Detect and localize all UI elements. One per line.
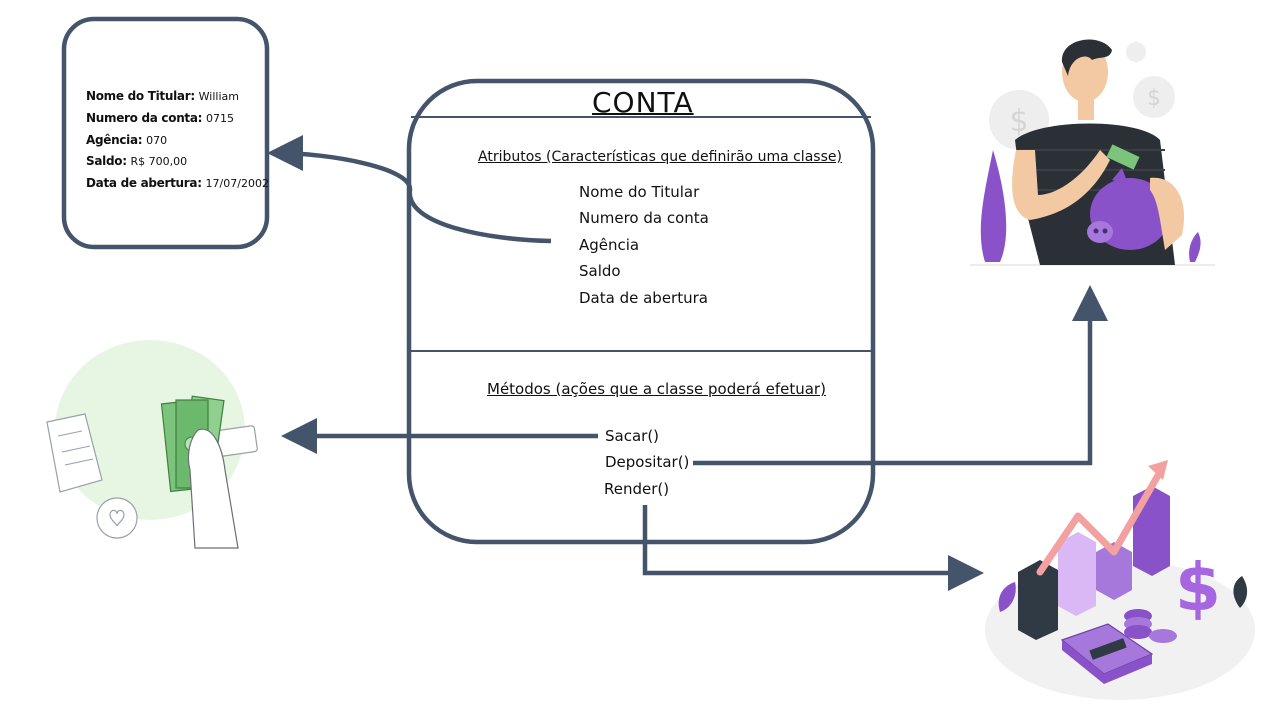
- methods-section-title: Métodos (ações que a classe poderá efetu…: [487, 380, 826, 398]
- svg-text:$: $: [1175, 549, 1221, 626]
- instance-row: Numero da conta: 0715: [86, 108, 269, 130]
- man-with-piggy-bank-icon: $ $: [970, 39, 1215, 266]
- instance-row-label: Saldo:: [86, 154, 127, 169]
- instance-row-label: Numero da conta:: [86, 110, 203, 125]
- instance-row: Data de abertura: 17/07/2002: [86, 173, 269, 195]
- instance-row: Nome do Titular: William: [86, 86, 269, 108]
- instance-row-label: Nome do Titular:: [86, 89, 195, 103]
- instance-row: Agência: 070: [86, 130, 269, 152]
- instance-row-label: Data de abertura:: [86, 176, 202, 191]
- attribute-item: Agência: [579, 235, 640, 254]
- svg-text:$: $: [1009, 104, 1028, 139]
- instance-row-value: 17/07/2002: [205, 177, 269, 191]
- growth-chart-money-icon: $: [985, 460, 1255, 700]
- attributes-list: Nome do Titular Numero da conta Agência …: [579, 179, 709, 311]
- arrow-attributes-to-instance: [267, 135, 552, 244]
- class-title: CONTA: [592, 86, 694, 119]
- attribute-item: Saldo: [579, 262, 621, 281]
- method-render: Render(): [604, 480, 670, 498]
- attribute-item: Numero da conta: [579, 209, 709, 228]
- attribute-item: Data de abertura: [579, 288, 708, 307]
- method-sacar: Sacar(): [605, 427, 660, 445]
- class-box: [406, 78, 876, 545]
- instance-row-value: 070: [146, 133, 168, 147]
- attributes-section-title: Atributos (Características que definirão…: [478, 149, 842, 165]
- arrow-depositar-to-deposit: [693, 285, 1108, 466]
- arrow-render-to-growth: [642, 505, 984, 591]
- instance-row-value: 0715: [206, 111, 234, 125]
- instance-row: Saldo: R$ 700,00: [86, 151, 269, 173]
- hand-with-cash-icon: [46, 340, 258, 549]
- instance-card: Nome do Titular: William Numero da conta…: [86, 86, 269, 195]
- instance-row-label: Agência:: [86, 132, 143, 147]
- attribute-item: Nome do Titular: [579, 183, 700, 201]
- instance-card-box: [61, 16, 270, 250]
- instance-row-value: William: [198, 90, 239, 103]
- instance-row-value: R$ 700,00: [130, 155, 188, 169]
- svg-text:$: $: [1147, 86, 1161, 111]
- method-depositar: Depositar(): [605, 453, 690, 471]
